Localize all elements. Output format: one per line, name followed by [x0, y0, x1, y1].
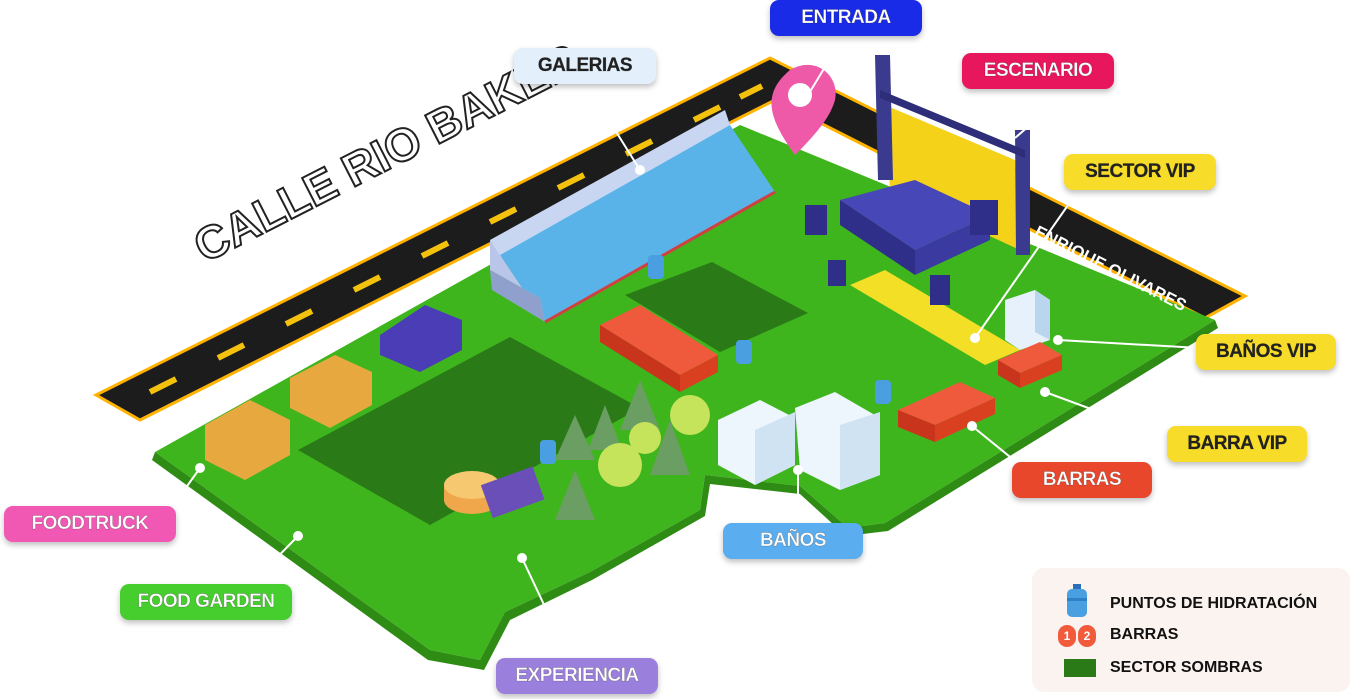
bar-number-1-icon: 1	[1058, 625, 1076, 647]
water-bottle-icon	[1067, 584, 1087, 617]
label-connectors	[169, 33, 1201, 661]
legend-shade-label: SECTOR SOMBRAS	[1110, 659, 1263, 676]
legend-bars-label: BARRAS	[1110, 626, 1179, 643]
stage	[805, 55, 1030, 305]
label-escenario: ESCENARIO	[962, 53, 1114, 89]
trees	[555, 380, 710, 520]
experiencia-stand	[444, 466, 545, 519]
food-trucks	[205, 305, 462, 480]
connector-dots	[195, 95, 1063, 563]
banos-vip-building	[1005, 290, 1050, 350]
barra-vip-counter	[998, 342, 1062, 388]
map-legend: PUNTOS DE HIDRATACIÓN 1 2 BARRAS SECTOR …	[1032, 568, 1350, 692]
road-markings	[148, 83, 764, 395]
shade-sector-small	[625, 262, 808, 352]
label-barra-vip: BARRA VIP	[1167, 426, 1307, 462]
legend-hydration-label: PUNTOS DE HIDRATACIÓN	[1110, 595, 1318, 612]
banos-buildings	[718, 392, 880, 490]
bar-number-icons: 1 2	[1058, 625, 1098, 647]
label-banos: BAÑOS	[723, 523, 863, 559]
label-foodtruck: FOODTRUCK	[4, 506, 176, 542]
label-galerias: GALERIAS	[514, 48, 656, 84]
barra-counter-2	[898, 382, 995, 442]
label-sector-vip: SECTOR VIP	[1064, 154, 1216, 190]
label-entrada: ENTRADA	[770, 0, 922, 36]
hydration-points	[540, 255, 891, 464]
bar-number-2-icon: 2	[1078, 625, 1096, 647]
galerias-stand	[490, 110, 776, 324]
grass-field	[155, 125, 1215, 660]
label-food-garden: FOOD GARDEN	[120, 584, 292, 620]
shade-sector-swatch	[1064, 659, 1096, 677]
label-experiencia: EXPERIENCIA	[496, 658, 658, 694]
shade-sector-large	[298, 337, 640, 525]
label-barras: BARRAS	[1012, 462, 1152, 498]
barra-counter-1	[600, 305, 718, 392]
label-banos-vip: BAÑOS VIP	[1196, 334, 1336, 370]
